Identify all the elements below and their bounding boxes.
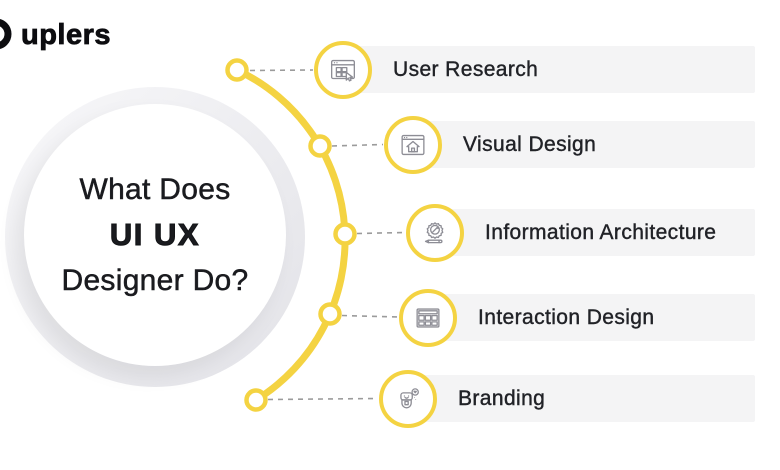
service-icon-badge xyxy=(399,288,457,347)
service-row: Information Architecture xyxy=(0,203,780,262)
service-row: Visual Design xyxy=(0,115,780,174)
brand-logo-text: uplers xyxy=(21,18,112,51)
service-row: User Research xyxy=(0,40,780,99)
uplers-logo-mark-icon xyxy=(0,19,12,49)
service-label: Branding xyxy=(458,386,546,410)
service-row: Interaction Design xyxy=(0,288,780,347)
branding-icon xyxy=(400,387,419,408)
label-bar xyxy=(435,209,755,256)
service-label: Interaction Design xyxy=(478,305,655,329)
service-row: Branding xyxy=(0,369,780,428)
label-bar xyxy=(428,294,755,341)
service-label: Information Architecture xyxy=(485,220,717,244)
label-bar xyxy=(408,375,755,422)
title-line-1: What Does xyxy=(79,172,231,207)
service-icon-badge xyxy=(406,203,464,262)
service-icon-badge xyxy=(384,115,442,174)
label-bar xyxy=(413,121,755,168)
user-research-icon xyxy=(331,59,355,82)
information-architecture-icon xyxy=(424,221,444,243)
interaction-design-icon xyxy=(416,307,440,328)
title-line-2: UI UX xyxy=(109,216,201,252)
label-bar xyxy=(343,46,755,93)
service-label: Visual Design xyxy=(463,132,597,156)
service-icon-badge xyxy=(314,40,372,99)
title-line-3: Designer Do? xyxy=(61,264,249,298)
service-label: User Research xyxy=(393,57,539,81)
visual-design-icon xyxy=(401,134,425,155)
service-icon-badge xyxy=(379,369,437,428)
brand-logo: uplers xyxy=(0,16,111,54)
